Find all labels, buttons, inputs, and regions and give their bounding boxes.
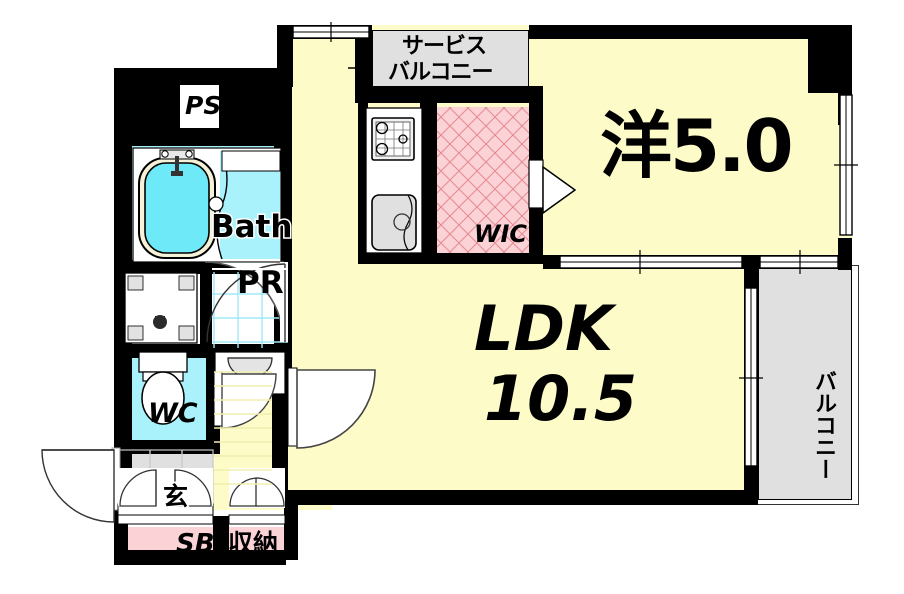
label-pr: PR	[237, 265, 284, 301]
wall-sb-closet-divider	[213, 516, 229, 558]
toilet-fixture	[138, 351, 188, 425]
ldk-entry-door	[287, 367, 376, 449]
gas-stove-fixture	[371, 117, 415, 161]
label-wic: WIC	[474, 220, 528, 248]
bath-door-arc	[280, 262, 288, 342]
window-north-left	[292, 22, 370, 42]
wall-service-balcony-left	[355, 25, 372, 91]
powder-tile-grid	[212, 272, 288, 348]
wall-top-east	[529, 25, 852, 39]
label-service-balcony-line1: サービス	[402, 34, 487, 59]
kitchen-sink-fixture	[371, 194, 417, 251]
label-bath: Bath	[209, 209, 293, 245]
label-ldk-line2: 10.5	[484, 362, 637, 435]
pr-opening	[212, 268, 288, 270]
window-western-room-south	[559, 250, 839, 274]
label-wc: WC	[148, 398, 198, 429]
wall-kitchen-west	[358, 103, 368, 263]
balcony-fill	[758, 268, 852, 500]
wic-hatch-fill	[437, 107, 529, 253]
window-ldk-east	[739, 287, 763, 467]
bath-door-swing	[206, 263, 286, 343]
wall-kitchen-east	[420, 103, 437, 263]
window-east-western-room	[834, 94, 858, 236]
label-sb: SB	[176, 529, 215, 559]
wall-below-ps	[114, 128, 292, 146]
hallway-floor-lines	[214, 371, 272, 485]
shoebox-doors	[117, 468, 214, 525]
label-service-balcony-line2: バルコニー	[388, 60, 494, 85]
label-balcony: バルコニー	[811, 370, 836, 480]
label-genkan: 玄	[161, 482, 189, 511]
wic-door-arrow	[528, 159, 577, 215]
label-ps: PS	[185, 91, 222, 120]
wall-ldk-bottom	[277, 490, 757, 505]
service-balcony-fill	[372, 30, 529, 90]
wall-wic-bottom	[420, 250, 543, 264]
wall-closet-east	[284, 500, 298, 560]
bathtub-fixture	[132, 147, 282, 263]
label-closet: 収納	[228, 529, 279, 558]
wall-service-balcony-bottom	[355, 86, 535, 103]
closet-doors	[228, 468, 286, 525]
wall-bottom-entrance	[114, 550, 286, 565]
washing-machine-pan-fixture	[124, 272, 198, 344]
wall-ldk-top-left	[277, 25, 293, 87]
label-ldk-line1: LDK	[474, 292, 614, 365]
western-room-floor-fill	[540, 60, 852, 270]
entrance-main-door	[41, 447, 121, 523]
label-western-room: 洋5.0	[600, 104, 794, 188]
